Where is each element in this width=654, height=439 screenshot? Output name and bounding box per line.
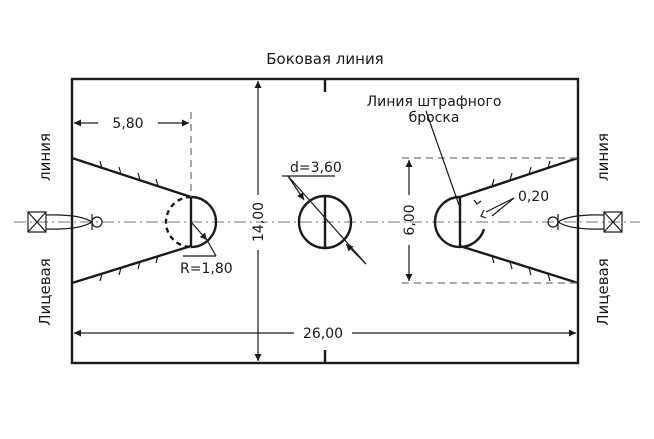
line-width-label: 0,20 <box>518 189 549 205</box>
right-basket <box>547 211 623 233</box>
diameter-arrow-2 <box>345 243 367 265</box>
right-endline-label-top: линия <box>594 133 612 181</box>
dim-600-label: 6,00 <box>402 204 418 235</box>
left-basket <box>27 211 103 233</box>
diameter-arrow-1 <box>287 175 305 201</box>
free-throw-label-line1: Линия штрафного <box>367 94 502 110</box>
left-endline-label-bottom: Лицевая <box>36 258 54 326</box>
right-endline-label-bottom: Лицевая <box>594 258 612 326</box>
dim-2600-label: 26,00 <box>303 326 343 342</box>
sideline-label: Боковая линия <box>266 50 383 68</box>
free-throw-leader <box>425 110 460 206</box>
radius-leader <box>206 239 217 257</box>
left-endline-label-top: линия <box>36 133 54 181</box>
dim-580-label: 5,80 <box>112 116 143 132</box>
radius-arrow <box>190 221 208 241</box>
radius-label: R=1,80 <box>180 261 233 277</box>
center-circle-diameter-label: d=3,60 <box>290 160 342 176</box>
dim-1400-label: 14,00 <box>251 202 267 242</box>
right-restricted-area <box>402 156 579 285</box>
left-restricted-area <box>71 112 218 285</box>
free-throw-label-line2: броска <box>409 110 460 126</box>
